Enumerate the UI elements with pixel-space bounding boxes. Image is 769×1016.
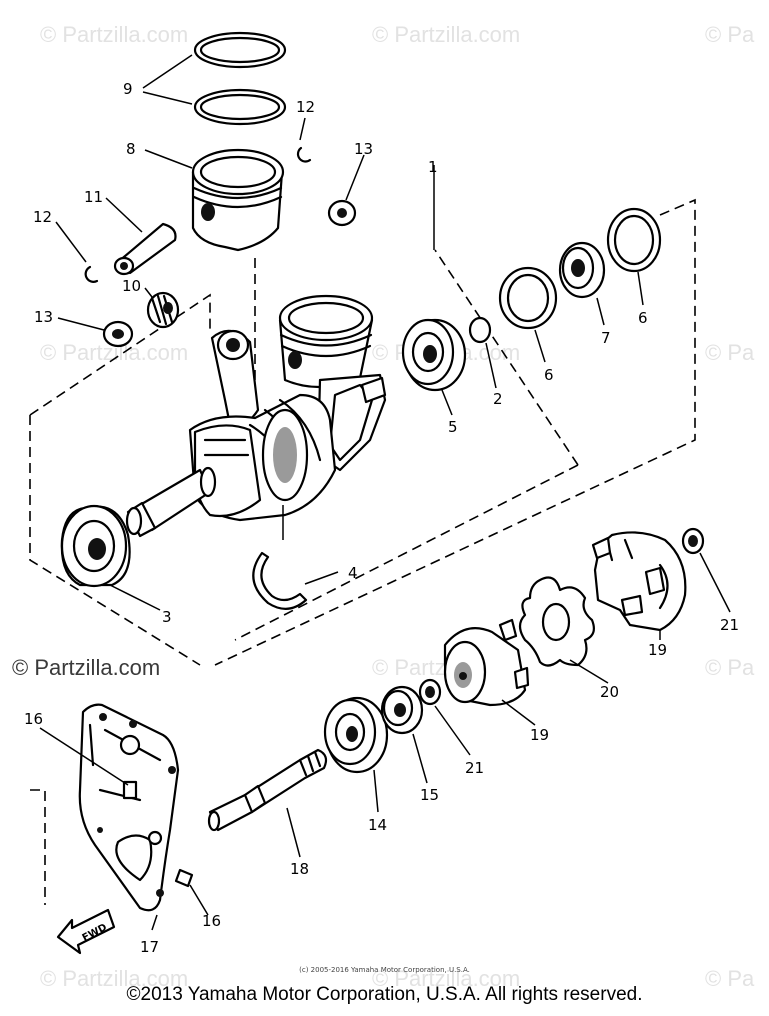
callout-10: 10 xyxy=(122,277,141,295)
drive-shaft xyxy=(207,748,328,832)
circlip-upper xyxy=(296,146,312,163)
callout-15: 15 xyxy=(420,786,439,804)
dowel-pin-upper xyxy=(122,780,138,800)
callout-6: 6 xyxy=(544,366,554,384)
callout-12: 12 xyxy=(296,98,315,116)
coupling-lower xyxy=(443,618,530,707)
callout-16: 16 xyxy=(24,710,43,728)
washer-upper xyxy=(681,527,705,555)
watermark: © Pa xyxy=(705,22,755,47)
callout-17: 17 xyxy=(140,938,159,956)
main-bearing-left xyxy=(60,504,131,588)
callout-9: 9 xyxy=(123,80,133,98)
needle-bearing xyxy=(146,291,180,329)
assembly-boundary-crank xyxy=(29,249,579,666)
callout-2: 2 xyxy=(493,390,503,408)
oil-seal-center xyxy=(498,266,558,330)
callout-16b: 16 xyxy=(202,912,221,930)
small-copyright: (c) 2005-2016 Yamaha Motor Corporation, … xyxy=(299,966,470,974)
bearing-small-right xyxy=(558,241,606,299)
callout-19b: 19 xyxy=(648,641,667,659)
callout-21b: 21 xyxy=(720,616,739,634)
snap-ring xyxy=(252,551,308,610)
washer-lower xyxy=(418,678,442,706)
callout-13b: 13 xyxy=(34,308,53,326)
watermark: © Partzilla.com xyxy=(372,22,521,47)
callout-11: 11 xyxy=(84,188,103,206)
bearing-lower xyxy=(323,696,389,774)
callout-14: 14 xyxy=(368,816,387,834)
watermark: © Pa xyxy=(705,966,755,991)
piston-ring-lower xyxy=(193,88,287,126)
callout-21: 21 xyxy=(465,759,484,777)
callout-5: 5 xyxy=(448,418,458,436)
piston-upper xyxy=(191,148,285,252)
callout-labels: 1 2 3 4 5 6 6 7 8 9 10 11 12 12 13 13 14… xyxy=(24,80,739,956)
o-ring xyxy=(468,316,492,344)
piston-ring-upper xyxy=(193,31,287,69)
callout-20: 20 xyxy=(600,683,619,701)
callout-7: 7 xyxy=(601,329,611,347)
fwd-arrow-icon: FWD xyxy=(56,908,116,955)
leader-lines xyxy=(39,54,731,931)
callout-6b: 6 xyxy=(638,309,648,327)
watermark: © Pa xyxy=(705,340,755,365)
oil-seal-right xyxy=(606,207,662,273)
callout-1: 1 xyxy=(428,158,438,176)
thrust-washer-left xyxy=(102,320,134,348)
main-bearing-right xyxy=(401,318,467,392)
callout-8: 8 xyxy=(126,140,136,158)
coupling-upper xyxy=(591,531,687,632)
watermark: © Partzilla.com xyxy=(372,966,521,991)
callout-4: 4 xyxy=(348,564,358,582)
assembly-boundary-drive xyxy=(30,198,696,905)
bearing-small-lower xyxy=(380,685,424,735)
crankshaft xyxy=(125,294,387,538)
callout-3: 3 xyxy=(162,608,172,626)
watermark: © Partzilla.com xyxy=(40,22,189,47)
gasket-plate xyxy=(78,703,180,912)
callout-19: 19 xyxy=(530,726,549,744)
callout-18: 18 xyxy=(290,860,309,878)
thrust-washer-upper xyxy=(327,199,357,227)
dowel-pin-lower xyxy=(174,868,194,888)
watermark: © Pa xyxy=(705,655,755,680)
rubber-damper xyxy=(518,576,595,667)
copyright-footer: ©2013 Yamaha Motor Corporation, U.S.A. A… xyxy=(126,984,643,1005)
circlip-left xyxy=(84,265,99,283)
watermark: © Partzilla.com xyxy=(40,966,189,991)
partzilla-watermark: © Partzilla.com xyxy=(12,655,161,680)
callout-12b: 12 xyxy=(33,208,52,226)
piston-pin xyxy=(113,222,177,276)
callout-13: 13 xyxy=(354,140,373,158)
